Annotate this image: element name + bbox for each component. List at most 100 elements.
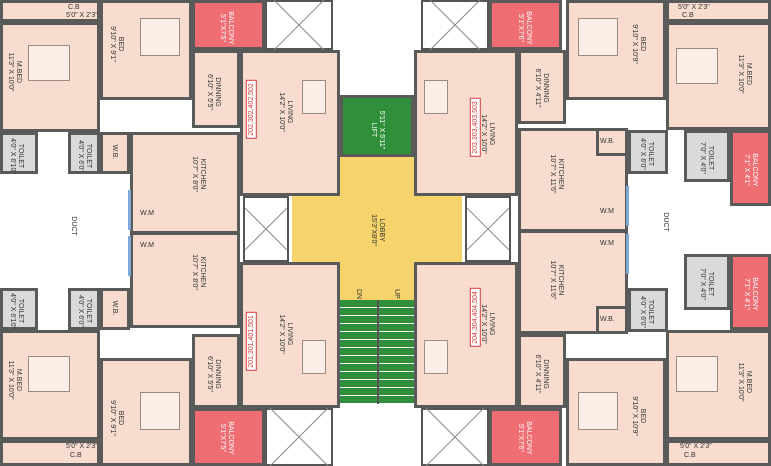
bl-wb xyxy=(100,288,130,330)
br-cb xyxy=(666,440,771,466)
tl-kitchen xyxy=(130,132,240,234)
tl-dinning xyxy=(192,50,240,128)
tr-balcony-big xyxy=(730,130,771,206)
bl-cb-name: C.B xyxy=(70,452,82,459)
tr-toilet-c xyxy=(684,130,730,182)
br-kitchen-window xyxy=(626,234,629,274)
tr-cb xyxy=(666,0,771,22)
br-mbed-bed xyxy=(676,356,718,392)
tl-toilet-b xyxy=(68,132,100,174)
br-bed-bed xyxy=(578,392,618,430)
tl-kitchen-window xyxy=(128,190,131,230)
br-balcony-big xyxy=(730,254,771,330)
bl-cb-label: 5'0" X 2'3" xyxy=(66,443,98,450)
lift xyxy=(340,95,414,157)
tr-cb-label: C.B xyxy=(682,12,694,19)
tr-living xyxy=(414,50,518,196)
bl-balcony xyxy=(192,408,265,466)
bl-dinning xyxy=(192,334,240,408)
tl-cb-dim: 5'0" X 2'3" xyxy=(66,12,98,19)
shaft-bottom-right xyxy=(421,408,489,466)
br-wm-label: W.M xyxy=(600,240,614,247)
lift-label: 5'11" X 5'11"LIFT xyxy=(370,110,385,150)
tl-cb xyxy=(0,0,100,22)
tl-toilet-a xyxy=(0,132,38,174)
tr-cb-dim: 5'0" X 2'3" xyxy=(678,4,710,11)
br-toilet-c xyxy=(684,254,730,310)
lobby-horizontal xyxy=(292,193,462,263)
tl-mbed-bed xyxy=(28,45,70,81)
bl-living-sofa xyxy=(302,340,326,374)
shaft-bottom-left xyxy=(265,408,333,466)
br-living xyxy=(414,262,518,408)
stairs-down-label: DN xyxy=(355,288,362,300)
bl-bed-bed xyxy=(140,392,180,430)
br-cb-dim: 5'0" X 2'3" xyxy=(680,443,712,450)
bl-unit-number: 201,301,401,501 xyxy=(245,312,257,371)
tr-balcony xyxy=(489,0,562,50)
tl-bed-bed xyxy=(140,18,180,56)
duct-left-label: DUCT xyxy=(70,216,77,236)
shaft-top-left xyxy=(265,0,333,50)
br-living-sofa xyxy=(424,340,448,374)
bl-mbed-bed xyxy=(28,356,70,392)
br-toilet-b xyxy=(628,288,668,332)
bl-toilet-b xyxy=(68,288,100,330)
br-mbed xyxy=(666,330,771,440)
tr-bed-bed xyxy=(578,18,618,56)
shaft-top-right xyxy=(421,0,489,50)
shaft-duct-right xyxy=(465,196,511,262)
tr-toilet-b xyxy=(628,130,668,174)
tr-wb xyxy=(596,128,628,156)
bl-toilet-a xyxy=(0,288,38,330)
tl-wb xyxy=(100,132,130,174)
br-wb xyxy=(596,306,628,334)
br-cb-label: C.B xyxy=(684,452,696,459)
stair-divider xyxy=(377,300,379,404)
tl-cb-label: C.B xyxy=(68,4,80,11)
duct-right-label: DUCT xyxy=(662,212,669,232)
tr-mbed-bed xyxy=(676,48,718,84)
tl-living xyxy=(240,50,340,196)
shaft-duct-left xyxy=(243,196,289,262)
tr-dinning xyxy=(518,50,566,124)
tl-balcony xyxy=(192,0,265,50)
tl-wb-label: W.B. xyxy=(111,144,118,160)
br-wb-label: W.B. xyxy=(600,316,615,323)
tl-unit-number: 202,302,402,502 xyxy=(245,80,257,139)
bl-kitchen xyxy=(130,232,240,328)
tr-living-sofa xyxy=(424,80,448,114)
br-dinning xyxy=(518,334,566,408)
